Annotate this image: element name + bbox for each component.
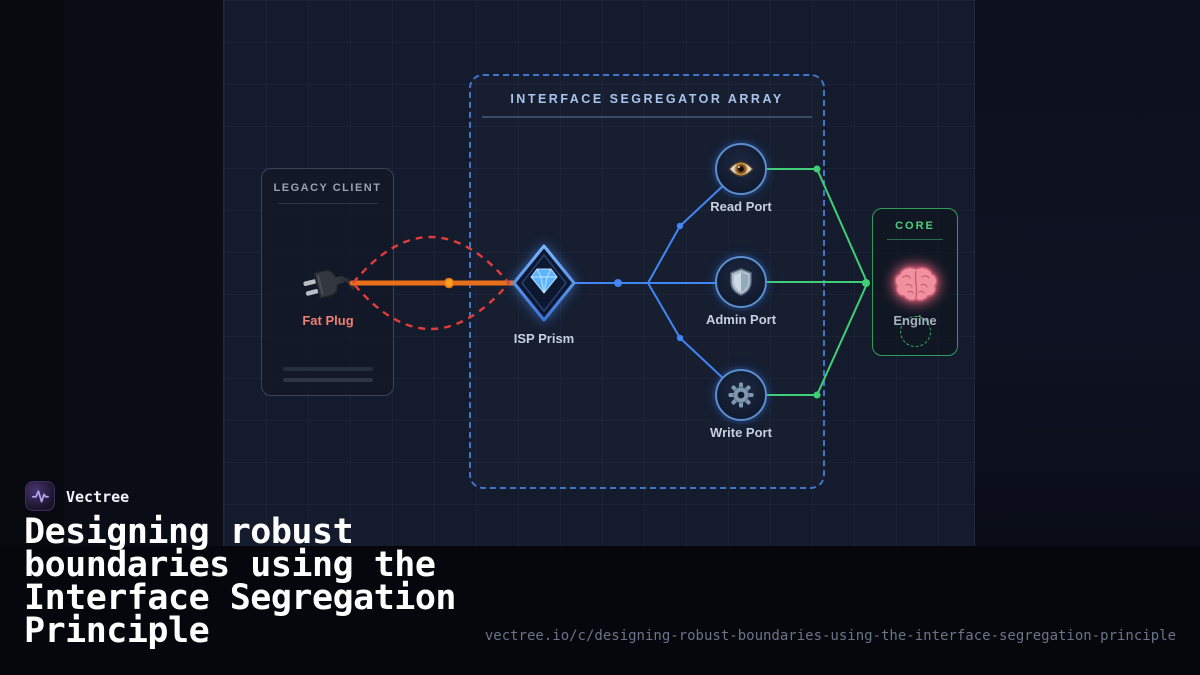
admin-port-label: Admin Port [705, 312, 777, 327]
isp-prism-node [509, 241, 579, 325]
headline-line-1: Designing robust [24, 512, 354, 552]
write-port-label: Write Port [710, 425, 772, 440]
read-port-node [715, 143, 767, 195]
interface-segregator-title-rule [482, 116, 812, 118]
skeleton-line [283, 378, 373, 382]
core-box: CORE Engine [872, 208, 958, 356]
core-dashed-circle [900, 316, 931, 347]
brand-name: Vectree [66, 488, 130, 506]
fat-plug-label: Fat Plug [302, 313, 354, 328]
brain-icon [893, 265, 939, 305]
gear-icon [728, 382, 754, 408]
isp-prism-label: ISP Prism [513, 331, 575, 346]
core-title-rule [887, 239, 943, 240]
shield-icon [730, 268, 752, 296]
legacy-client-title: LEGACY CLIENT [273, 182, 382, 194]
interface-segregator-title: INTERFACE SEGREGATOR ARRAY [510, 92, 784, 106]
article-url: vectree.io/c/designing-robust-boundaries… [484, 628, 1176, 644]
legacy-client-title-rule [277, 203, 378, 204]
admin-port-node [715, 256, 767, 308]
write-port-node [715, 369, 767, 421]
headline-line-2: boundaries using the [24, 545, 436, 585]
headline-line-3: Interface Segregation [24, 578, 457, 618]
eye-icon [728, 161, 754, 177]
vectree-waveform-icon [31, 490, 49, 503]
gem-icon [512, 244, 576, 322]
read-port-label: Read Port [710, 199, 772, 214]
skeleton-line [283, 367, 373, 371]
headline-line-4: Principle [24, 611, 210, 651]
vectree-logo [25, 481, 55, 511]
plug-icon [302, 257, 360, 309]
article-title: Designing robust boundaries using the In… [24, 512, 457, 651]
engine-label: Engine [893, 313, 937, 328]
core-title: CORE [895, 220, 935, 232]
background-left-sliver [0, 0, 64, 546]
legacy-client-box: LEGACY CLIENT Fat Plug [261, 168, 394, 396]
background-right-column [975, 0, 1200, 546]
